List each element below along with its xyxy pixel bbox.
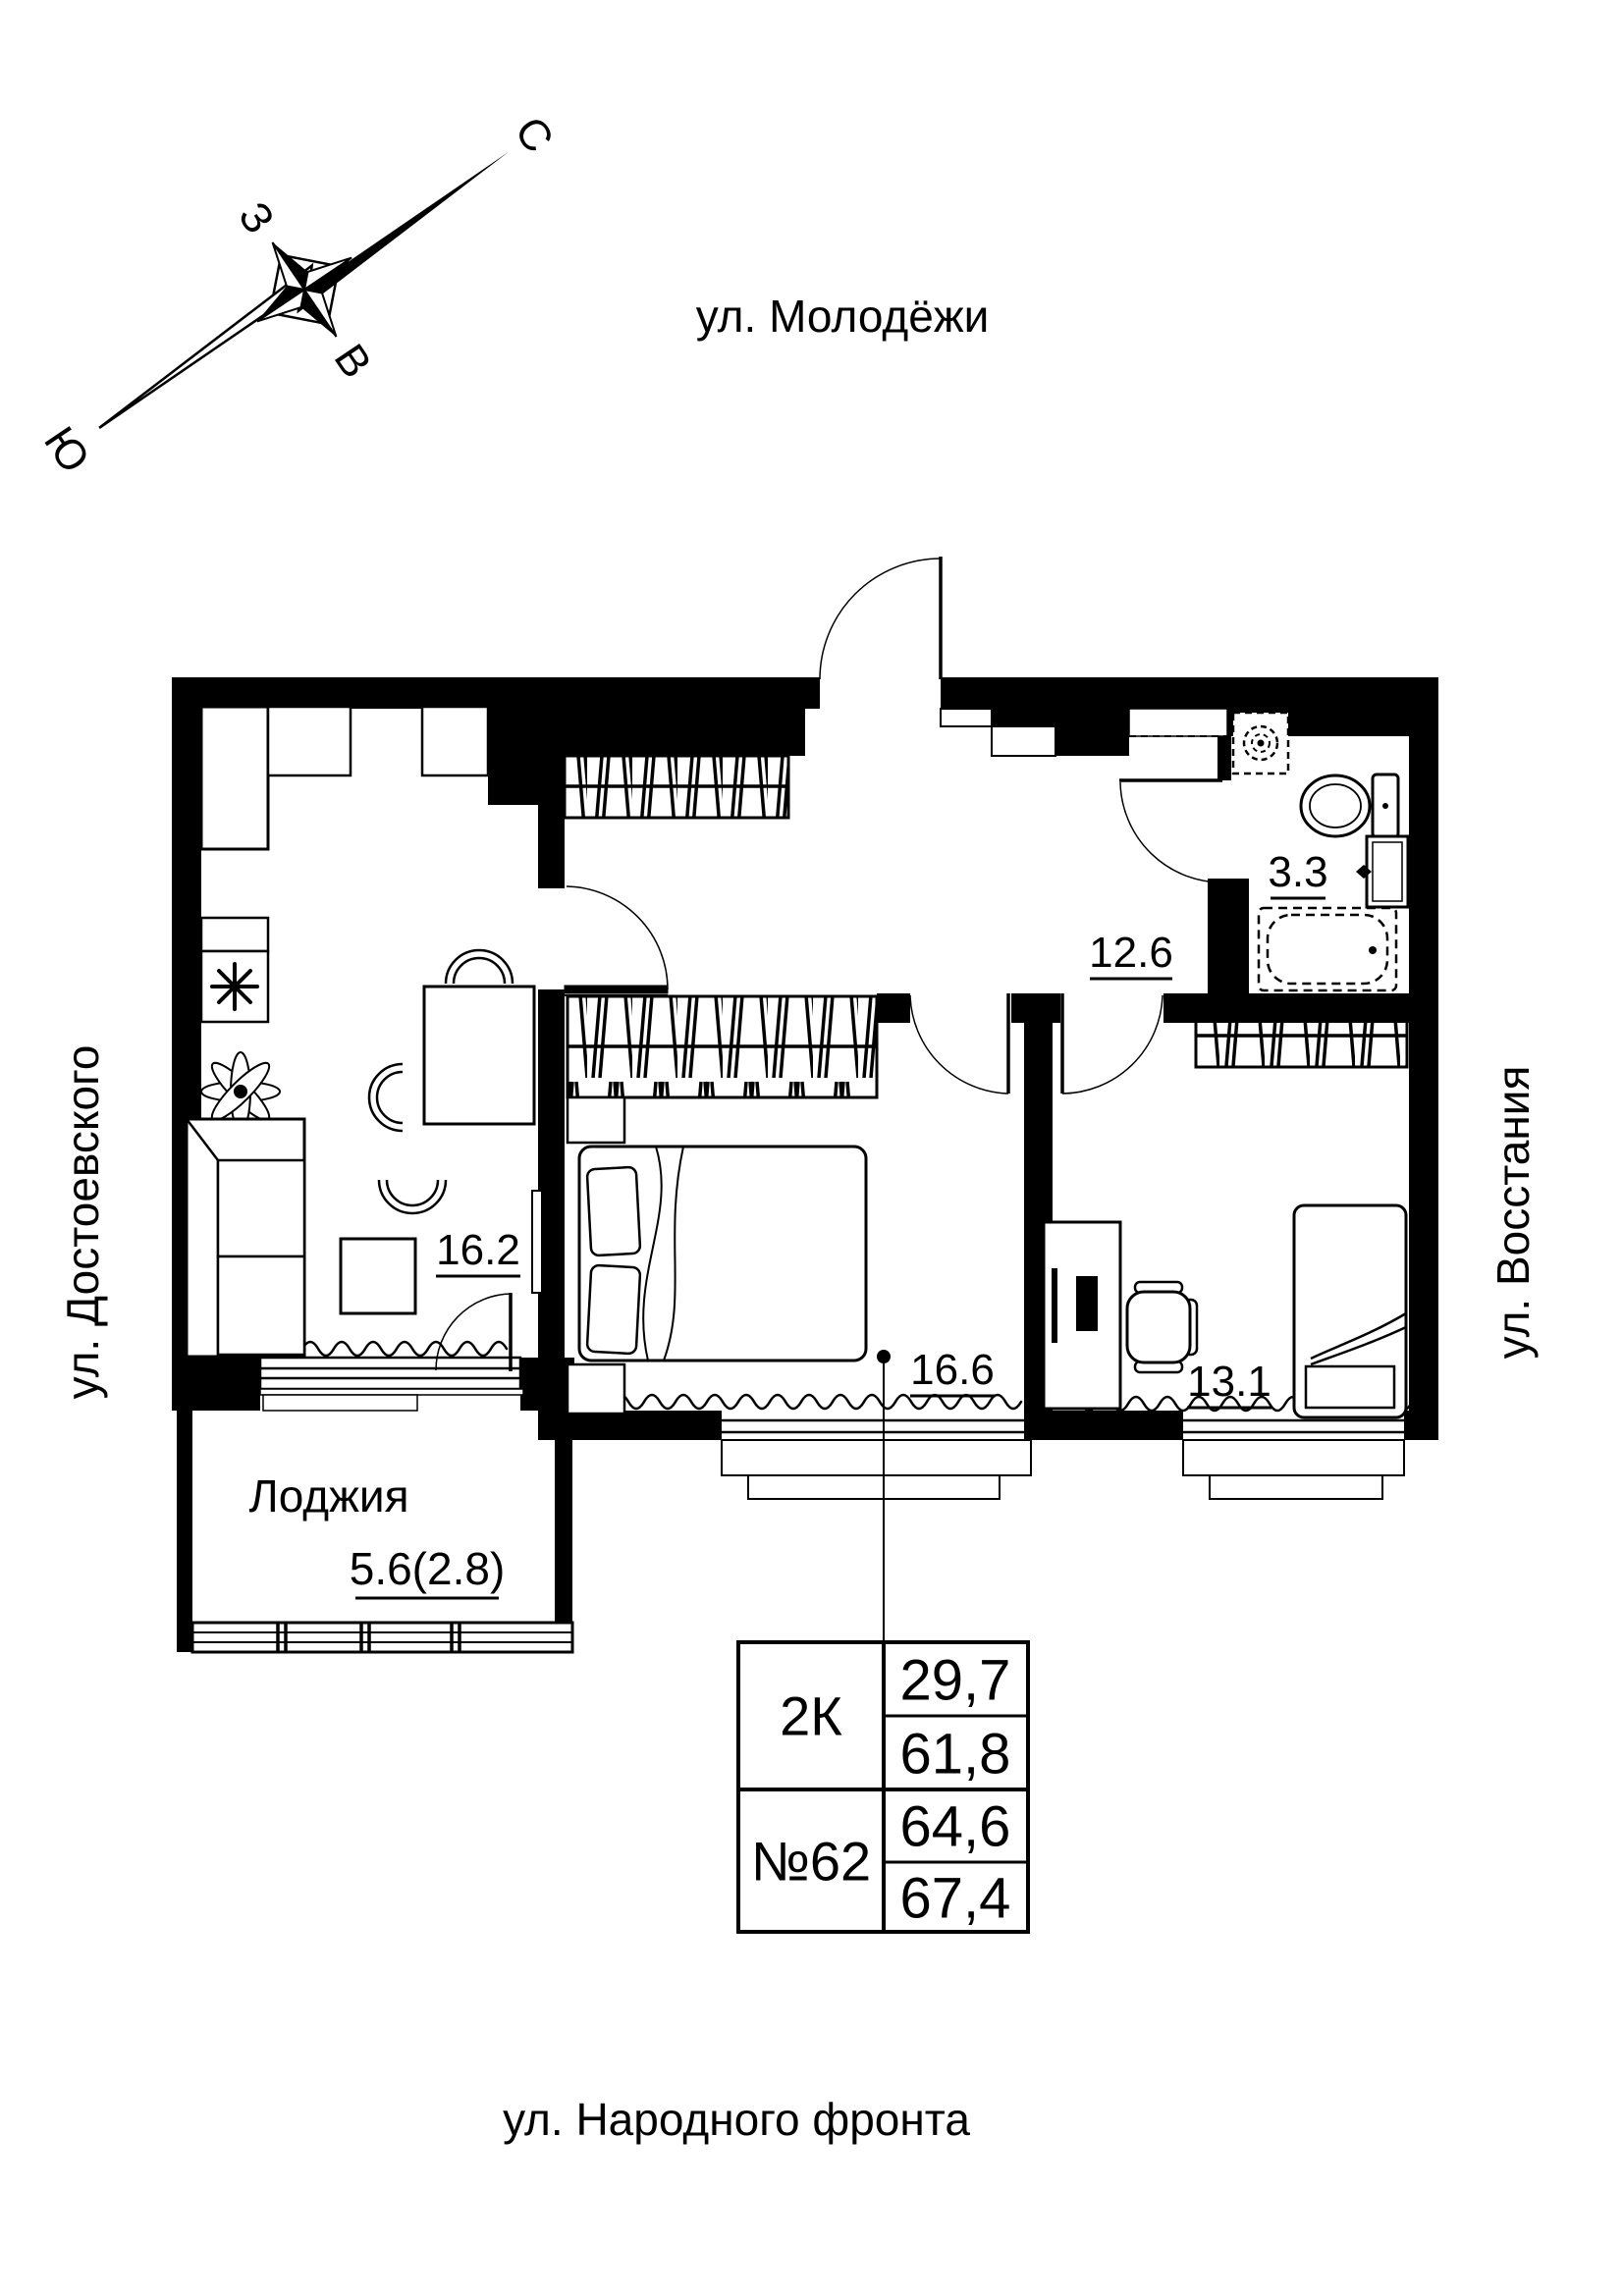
bathroom-fixtures xyxy=(1231,711,1410,992)
area-value-cell: 64,6 xyxy=(900,1795,1011,1859)
bathroom-door xyxy=(1119,778,1225,883)
pillow-icon xyxy=(585,1165,642,1257)
room-label-bedroom-master: 16.6 xyxy=(910,1346,995,1394)
street-label-right: ул. Восстания xyxy=(1488,1066,1539,1360)
keyboard-icon xyxy=(1052,1268,1057,1343)
compass-west-label: З xyxy=(229,193,283,241)
entry-door xyxy=(819,557,943,680)
kitchen-counter-icon xyxy=(420,705,490,777)
area-value-cell: 29,7 xyxy=(900,1649,1011,1713)
hallway-wardrobe xyxy=(563,754,790,820)
room-label-kitchen-living: 16.2 xyxy=(436,1226,520,1274)
wardrobes xyxy=(563,754,1409,1099)
room-label-hallway: 12.6 xyxy=(1089,929,1173,977)
bedroom-second-furniture xyxy=(1042,1203,1408,1419)
compass-east-label: В xyxy=(325,336,381,387)
bedroom-master-furniture xyxy=(566,1095,868,1415)
kitchen-sink-icon xyxy=(199,916,270,953)
office-chair-icon xyxy=(1125,1280,1199,1374)
chair-icon xyxy=(367,1062,404,1133)
bedroom-second-wardrobe xyxy=(1194,1002,1409,1069)
chair-icon xyxy=(377,1179,448,1215)
blanket-fold xyxy=(1310,1311,1407,1361)
kitchen-door xyxy=(564,885,669,994)
windows xyxy=(258,1356,1404,1434)
bathtub-icon xyxy=(1257,906,1398,992)
stove-burner-icon xyxy=(210,962,259,1011)
bathroom-sink-icon xyxy=(1356,834,1410,909)
coffee-table-icon xyxy=(339,1237,417,1315)
single-bed-icon xyxy=(1292,1203,1408,1419)
fridge-icon xyxy=(199,705,270,851)
washing-machine-icon xyxy=(1231,711,1290,775)
window-sills xyxy=(721,1439,1405,1500)
sofa-icon xyxy=(185,1117,306,1359)
chair-icon xyxy=(444,948,514,985)
area-value-cell: 67,4 xyxy=(900,1867,1011,1931)
area-value-cell: 61,8 xyxy=(900,1723,1011,1787)
walls xyxy=(172,677,1438,1652)
compass-north-label: С xyxy=(506,108,563,161)
street-label-bottom: ул. Народного фронта xyxy=(503,2094,970,2145)
room-label-bathroom: 3.3 xyxy=(1268,848,1327,896)
bedroom-second-door xyxy=(1060,993,1163,1095)
toilet-icon xyxy=(1299,773,1400,839)
street-label-top: ул. Молодёжи xyxy=(696,291,990,342)
bedroom-master-door xyxy=(909,993,1010,1095)
room-labels: 16.2 12.6 3.3 16.6 13.1 Лоджия 5.6(2.8) xyxy=(249,848,1328,1600)
duct-box xyxy=(940,708,993,727)
double-bed-icon xyxy=(577,1145,868,1362)
dining-table-icon xyxy=(422,985,536,1126)
kitchen-furniture xyxy=(185,705,543,1359)
duct-box xyxy=(991,725,1056,757)
apartment-number-cell: №62 xyxy=(751,1831,871,1893)
compass-rose-icon: С З В Ю xyxy=(34,108,563,481)
compass-south-label: Ю xyxy=(34,418,98,481)
room-label-bedroom-second: 13.1 xyxy=(1187,1358,1271,1406)
bedroom-master-wardrobe xyxy=(566,994,879,1099)
room-label-loggia-name: Лоджия xyxy=(249,1470,409,1522)
loggia-glazing xyxy=(190,1621,574,1654)
monitor-icon xyxy=(1076,1276,1098,1331)
blanket-fold xyxy=(663,1146,684,1362)
pillow-icon xyxy=(585,1263,642,1356)
street-label-left: ул. Достоевского xyxy=(57,1045,108,1400)
leader-line xyxy=(877,1350,891,1642)
blanket-fold xyxy=(1310,1325,1407,1366)
balcony-door xyxy=(435,1293,513,1371)
kitchen-counter-icon xyxy=(266,705,352,777)
nightstand-icon xyxy=(566,1095,626,1145)
apartment-info-table: 2К №62 29,7 61,8 64,6 67,4 xyxy=(736,1640,1030,1934)
blanket-fold xyxy=(642,1146,663,1362)
wall-niches xyxy=(940,708,1228,757)
nightstand-icon xyxy=(566,1362,626,1415)
pillow-icon xyxy=(1304,1364,1396,1410)
room-label-loggia-area: 5.6(2.8) xyxy=(350,1543,506,1594)
apartment-type-cell: 2К xyxy=(780,1685,842,1747)
tv-icon xyxy=(531,1190,543,1294)
